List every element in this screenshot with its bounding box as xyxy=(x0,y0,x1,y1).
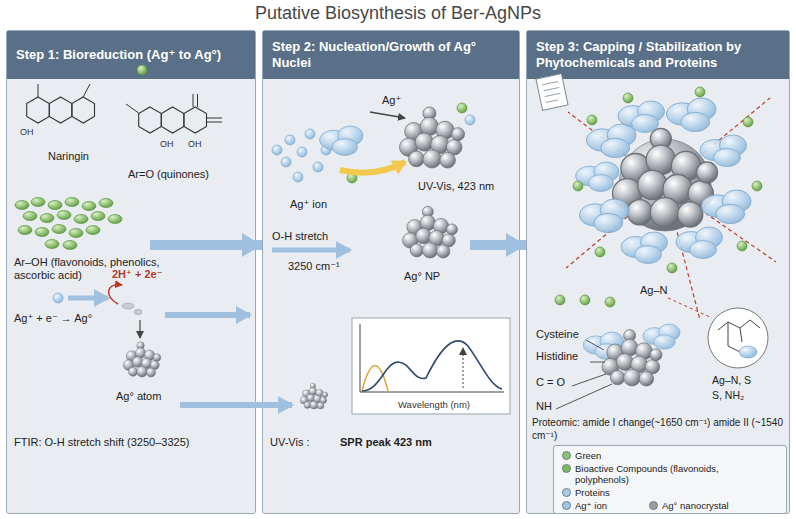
reaction-label: 2H⁺ + 2e⁻ xyxy=(112,268,162,281)
bond-label: S, NH₂ xyxy=(712,389,744,402)
legend-swatch xyxy=(562,501,571,510)
atom-label: OH xyxy=(188,138,202,151)
wavenumber: 3250 cm⁻¹ xyxy=(288,260,340,273)
legend-text: Ag⁺ ion xyxy=(575,500,642,511)
compound-name: Ar=O (quinones) xyxy=(128,168,209,181)
bond-label: Ag–N xyxy=(640,284,668,297)
spr-peak: SPR peak 423 nm xyxy=(340,436,432,449)
legend-text: Green xyxy=(575,450,762,461)
diagram-title: Putative Biosynthesis of Ber-AgNPs xyxy=(0,3,796,24)
ion-label: Ag⁺ ion xyxy=(290,198,327,211)
legend-box: GreenBioactive Compounds (flavonoids, po… xyxy=(553,445,787,514)
step-heading: Step 3: Capping / Stabilization by Phyto… xyxy=(527,31,789,79)
atom-label: OH xyxy=(160,138,174,151)
legend-swatch xyxy=(562,488,571,497)
legend-text: Bioactive Compounds (flavonoids, polyphe… xyxy=(575,463,767,485)
species-label: Ag° atom xyxy=(116,390,161,403)
legend-text: Proteins xyxy=(575,487,762,498)
legend-swatch xyxy=(562,451,571,460)
functional-group: NH xyxy=(536,400,552,413)
ftir-note: O-H stretch xyxy=(272,230,328,243)
legend-swatch xyxy=(649,501,658,510)
axis-label: Wavelength (nm) xyxy=(398,398,470,411)
step-heading: Step 2: Nucleation/Growth of Ag° Nuclei xyxy=(263,31,519,79)
compound-name: Naringin xyxy=(48,150,89,163)
proteomic-note: Proteomic: amide I change(~1650 cm⁻¹) am… xyxy=(532,416,787,442)
uv-vis-note: UV-Vis : xyxy=(270,436,310,449)
legend-text: Ag° nanocrystal xyxy=(662,500,779,511)
amino-acid: Cysteine xyxy=(536,328,579,341)
functional-group: C = O xyxy=(536,376,565,389)
bond-label: Ag–N, S xyxy=(712,374,751,387)
legend-swatch xyxy=(562,464,571,473)
ion-label: Ag⁺ xyxy=(382,94,401,107)
ftir-note: FTIR: O-H stretch shift (3250–3325) xyxy=(14,436,252,449)
step-panel: Step 3: Capping / Stabilization by Phyto… xyxy=(526,30,790,514)
step-heading: Step 1: Bioreduction (Ag⁺ to Ag°) xyxy=(7,31,255,79)
reaction-equation: Ag⁺ + e⁻ → Ag° xyxy=(14,312,92,325)
atom-label: OH xyxy=(20,126,34,139)
uv-vis-note: UV-Vis, 423 nm xyxy=(418,180,494,193)
species-label: Ag° NP xyxy=(404,270,440,283)
amino-acid: Histidine xyxy=(536,350,578,363)
